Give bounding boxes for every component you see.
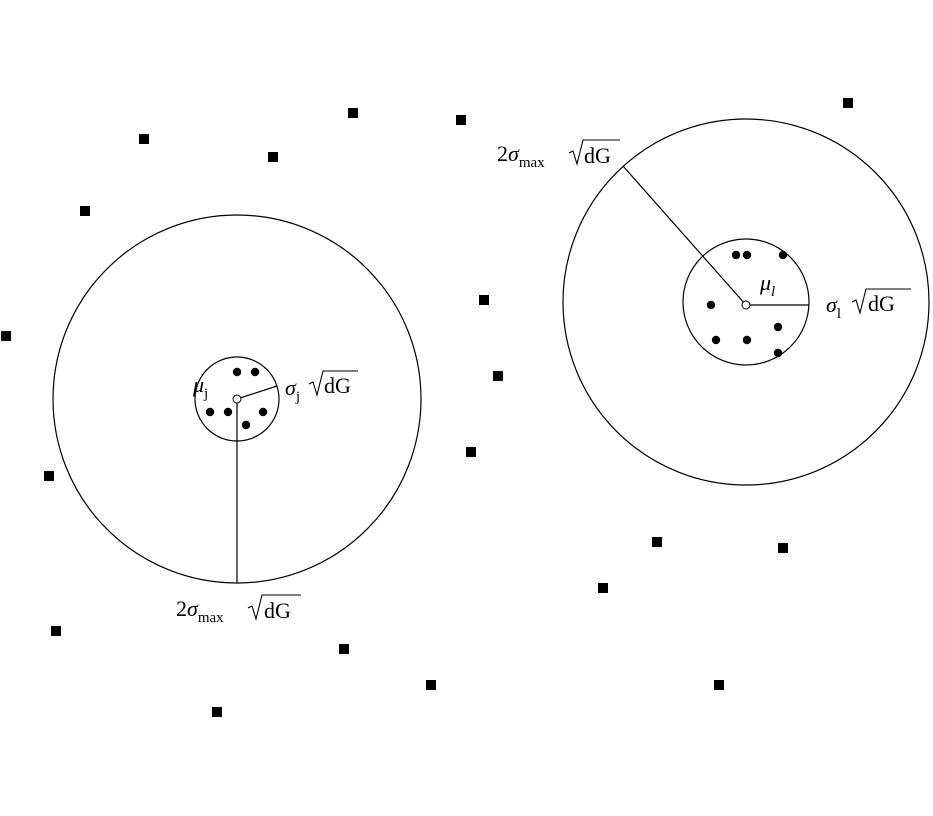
outlier-square bbox=[493, 371, 503, 381]
outlier-square bbox=[778, 543, 788, 553]
right-cluster-point bbox=[706, 300, 716, 310]
right-outer-radius-line bbox=[622, 165, 747, 306]
left-cluster-point bbox=[241, 420, 251, 430]
right-outer-radius-label: 2σmax bbox=[497, 141, 545, 171]
right-outer-radius-root: dG bbox=[584, 143, 611, 168]
outlier-square bbox=[479, 295, 489, 305]
right-inner-circle bbox=[682, 238, 810, 366]
left-cluster-point bbox=[258, 407, 268, 417]
left-outer-sqrt-sign bbox=[247, 594, 301, 622]
outlier-square bbox=[339, 644, 349, 654]
right-mean-label: μl bbox=[759, 270, 775, 300]
outlier-square bbox=[44, 471, 54, 481]
right-cluster-point bbox=[742, 250, 752, 260]
right-cluster-point bbox=[773, 322, 783, 332]
outlier-square bbox=[348, 108, 358, 118]
outlier-points bbox=[1, 98, 853, 717]
outlier-square bbox=[139, 134, 149, 144]
outlier-square bbox=[466, 447, 476, 457]
outlier-square bbox=[212, 707, 222, 717]
outlier-square bbox=[426, 680, 436, 690]
right-mean-marker bbox=[741, 300, 751, 310]
outlier-square bbox=[268, 152, 278, 162]
right-cluster-point bbox=[773, 348, 783, 358]
outlier-square bbox=[80, 206, 90, 216]
outlier-square bbox=[51, 626, 61, 636]
left-inner-sqrt-sign bbox=[308, 370, 358, 398]
right-cluster-point bbox=[742, 335, 752, 345]
left-outer-radius-root: dG bbox=[264, 598, 291, 623]
outlier-square bbox=[456, 115, 466, 125]
left-cluster-point bbox=[205, 407, 215, 417]
right-cluster bbox=[562, 118, 930, 486]
right-cluster-point bbox=[711, 335, 721, 345]
right-outer-sqrt-sign bbox=[568, 139, 620, 167]
right-cluster-point bbox=[778, 250, 788, 260]
left-mean-marker bbox=[232, 394, 242, 404]
left-cluster-point bbox=[232, 367, 242, 377]
left-cluster bbox=[52, 214, 422, 584]
right-inner-radius-label: σl bbox=[826, 292, 841, 322]
outlier-square bbox=[598, 583, 608, 593]
outlier-square bbox=[843, 98, 853, 108]
right-inner-sqrt-sign bbox=[851, 288, 911, 316]
right-inner-radius-root: dG bbox=[868, 291, 895, 316]
left-mean-label: μj bbox=[192, 372, 208, 402]
outlier-square bbox=[714, 680, 724, 690]
outlier-square bbox=[1, 331, 11, 341]
outlier-square bbox=[652, 537, 662, 547]
left-cluster-point bbox=[223, 407, 233, 417]
left-inner-radius-line bbox=[236, 385, 278, 400]
right-outer-circle bbox=[562, 118, 930, 486]
left-outer-radius-label: 2σmax bbox=[176, 596, 224, 626]
left-cluster-point bbox=[250, 367, 260, 377]
right-cluster-point bbox=[731, 250, 741, 260]
left-inner-radius-label: σj bbox=[285, 375, 300, 405]
left-inner-radius-root: dG bbox=[324, 373, 351, 398]
